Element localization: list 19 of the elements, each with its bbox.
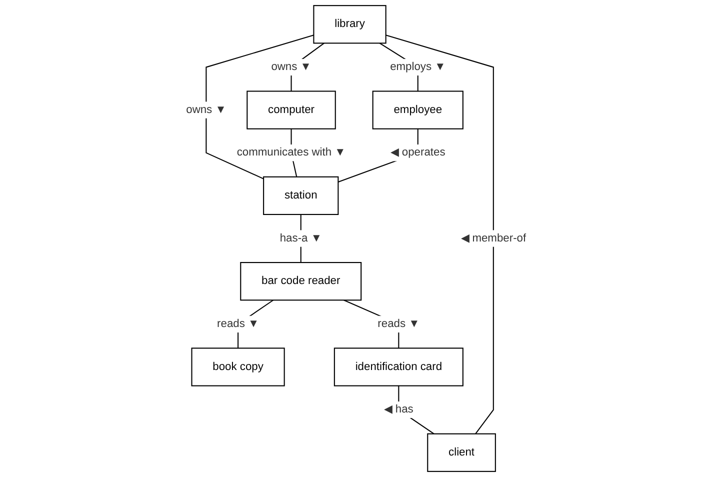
edge-label: ◀ operates bbox=[390, 146, 446, 158]
node-box: bar code reader bbox=[240, 262, 362, 301]
edge-label: has-a ▼ bbox=[280, 232, 322, 244]
node-box: station bbox=[263, 176, 340, 215]
node-box: identification card bbox=[334, 348, 464, 386]
edge-label: ◀ member-of bbox=[461, 232, 526, 244]
node-box: employee bbox=[372, 90, 464, 130]
edge-label: ◀ has bbox=[384, 404, 414, 416]
edge-label: owns ▼ bbox=[272, 60, 312, 73]
edge-label: reads ▼ bbox=[378, 318, 420, 330]
edge-label: owns ▼ bbox=[186, 104, 227, 116]
node-box: library bbox=[314, 5, 387, 44]
node-box: client bbox=[428, 433, 496, 472]
connector bbox=[206, 34, 314, 180]
edge-label: reads ▼ bbox=[217, 318, 260, 330]
edge-label: communicates with ▼ bbox=[237, 146, 346, 158]
edge-label: employs ▼ bbox=[390, 60, 446, 73]
node-box: book copy bbox=[192, 348, 286, 386]
node-box: computer bbox=[247, 90, 336, 130]
